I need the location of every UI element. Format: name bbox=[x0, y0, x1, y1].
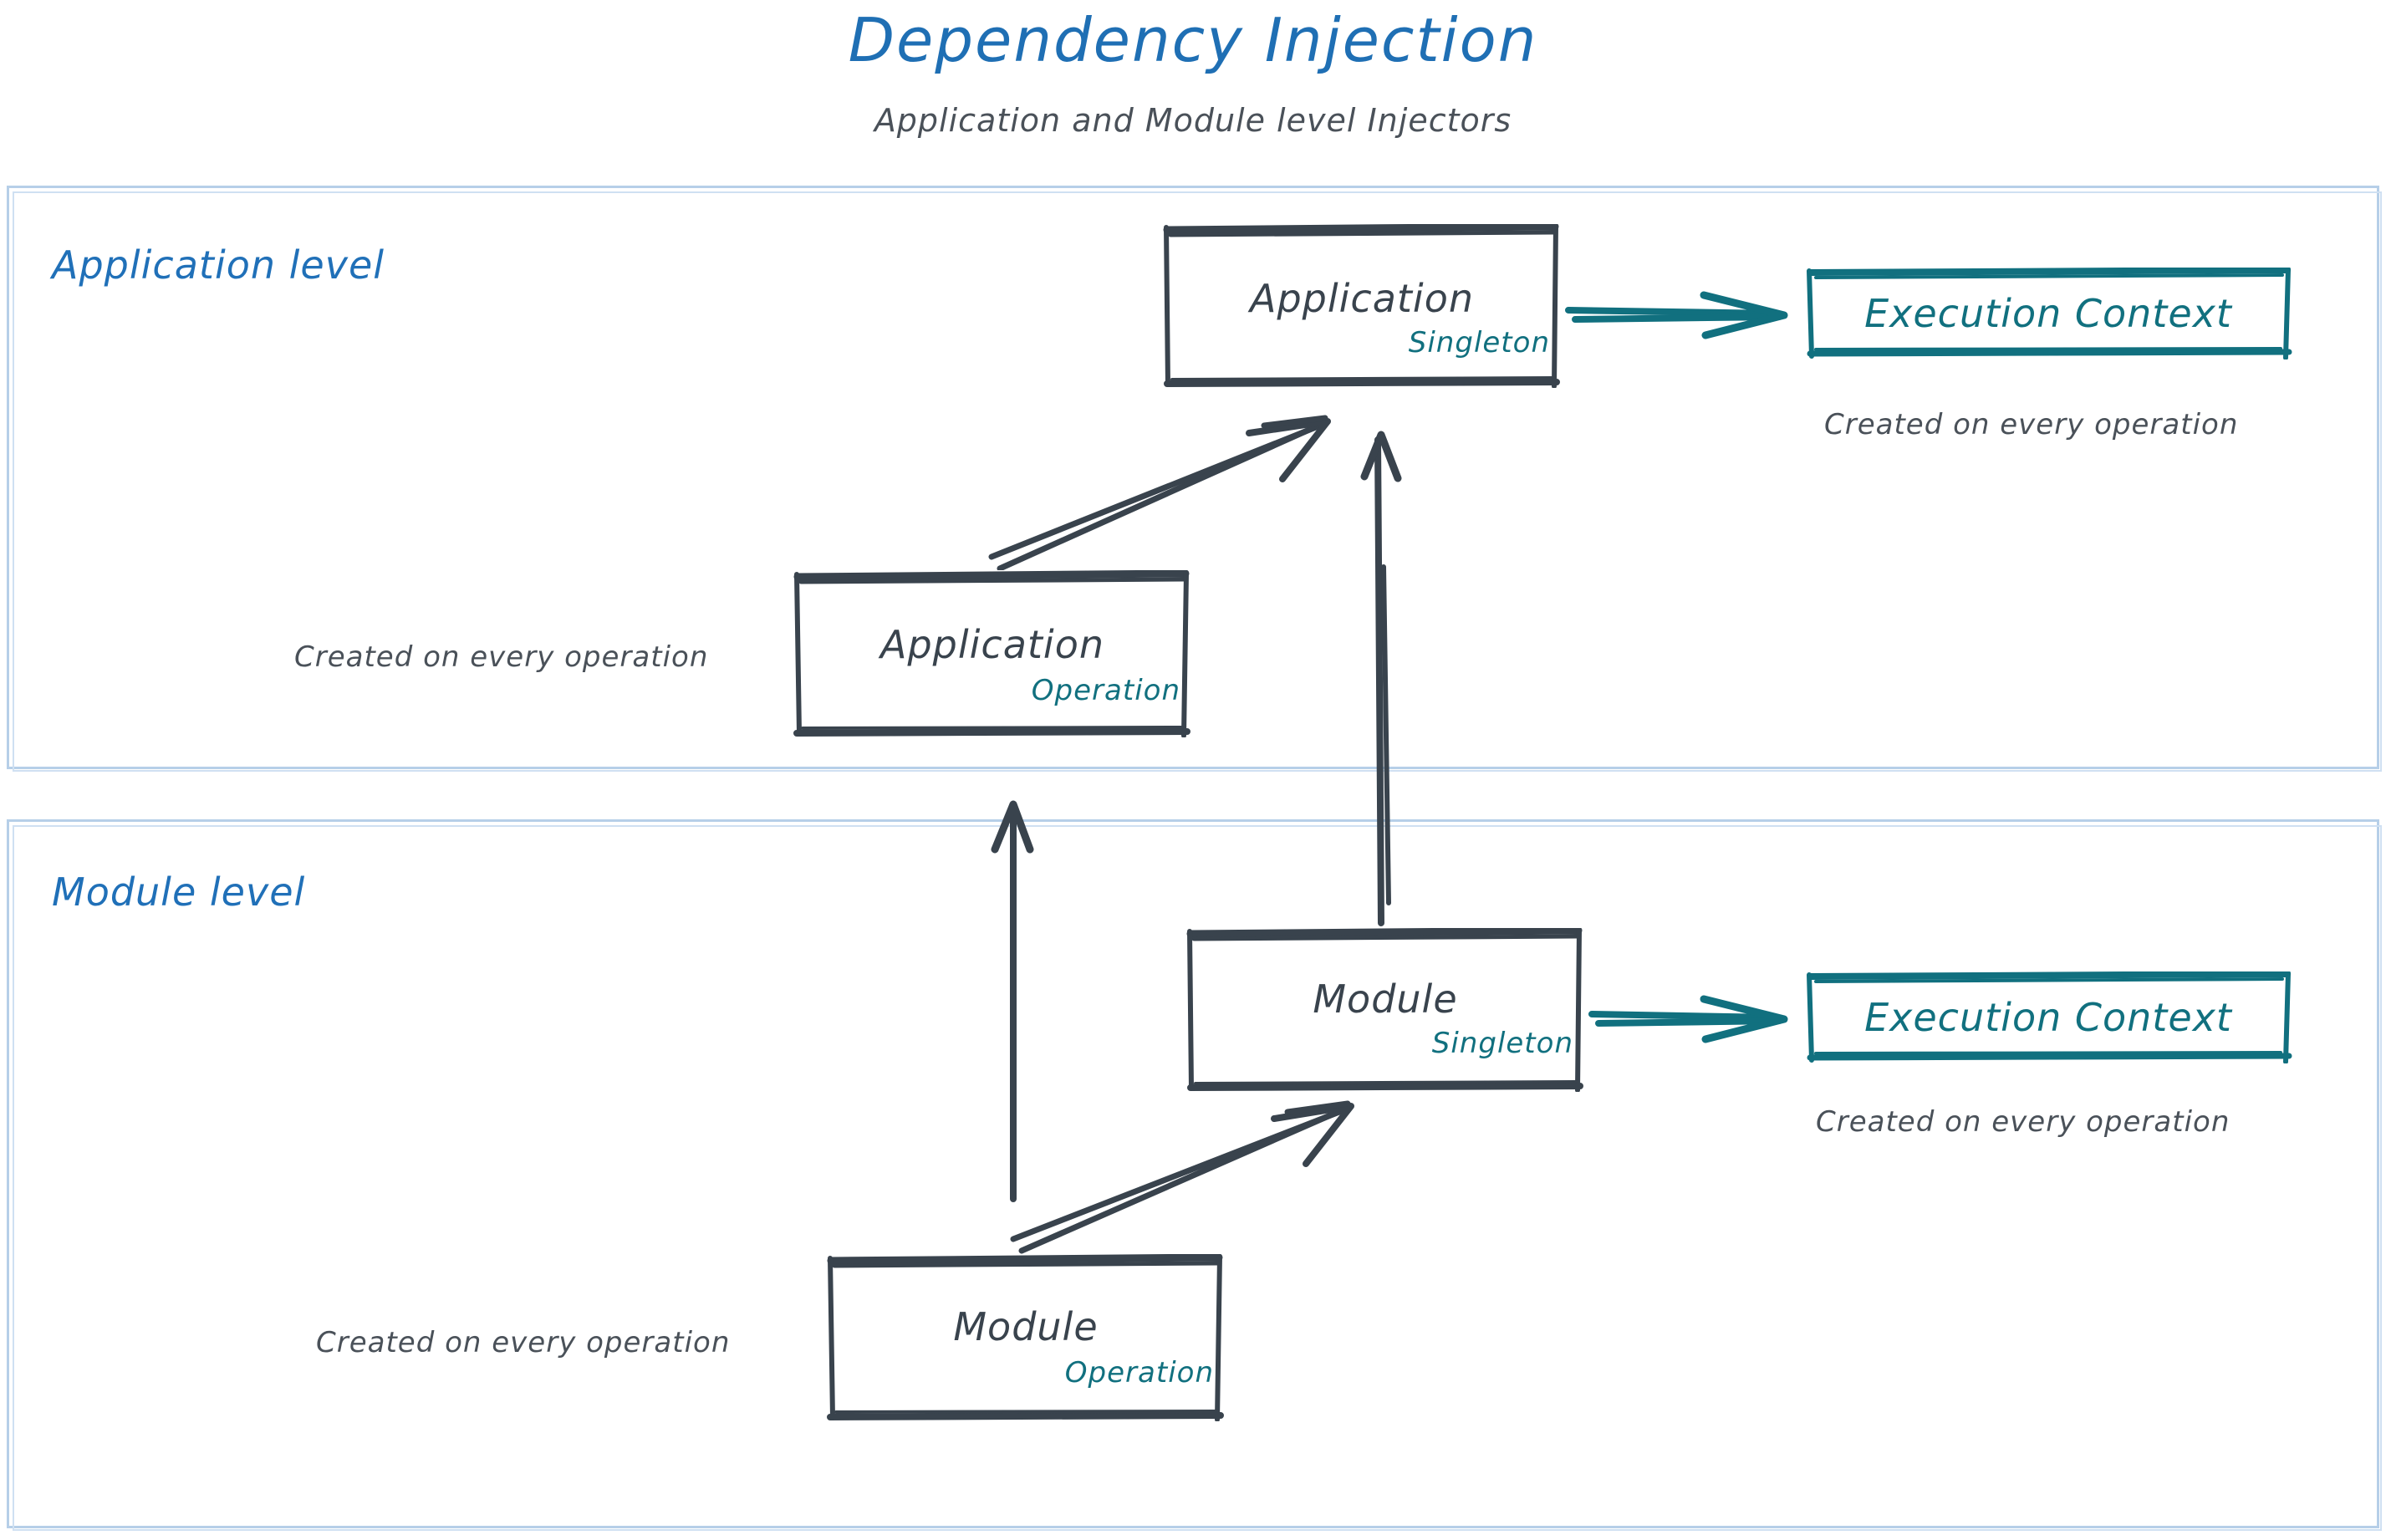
node-scope-badge: Singleton bbox=[1408, 326, 1550, 360]
node-module-operation[interactable]: Module Operation bbox=[826, 1254, 1226, 1421]
node-application-singleton[interactable]: Application Singleton bbox=[1162, 224, 1562, 388]
module-operation-caption: Created on every operation bbox=[316, 1326, 731, 1359]
execution-context-caption: Created on every operation bbox=[1824, 408, 2239, 441]
page-subtitle: Application and Module level Injectors bbox=[874, 102, 1512, 139]
node-title: Application bbox=[879, 622, 1105, 667]
node-module-singleton[interactable]: Module Singleton bbox=[1185, 928, 1585, 1092]
application-level-label: Application level bbox=[52, 242, 385, 288]
module-level-label: Module level bbox=[52, 869, 306, 915]
node-title: Application bbox=[1249, 276, 1475, 321]
sketch-border bbox=[1163, 224, 1560, 388]
execution-context-label: Execution Context bbox=[1864, 291, 2232, 336]
node-title: Module bbox=[1313, 977, 1458, 1022]
module-level-container bbox=[7, 819, 2382, 1531]
node-scope-badge: Operation bbox=[1031, 674, 1180, 707]
node-scope-badge: Operation bbox=[1064, 1356, 1214, 1390]
application-operation-caption: Created on every operation bbox=[294, 640, 709, 674]
sketch-border bbox=[1186, 928, 1583, 1092]
node-title: Module bbox=[953, 1304, 1099, 1349]
sketch-border bbox=[793, 570, 1190, 737]
execution-context-module[interactable]: Execution Context bbox=[1804, 971, 2292, 1063]
execution-context-caption: Created on every operation bbox=[1816, 1105, 2231, 1139]
sketch-border bbox=[1807, 971, 2292, 1063]
sketch-border bbox=[1807, 268, 2292, 360]
sketch-border bbox=[827, 1254, 1224, 1421]
node-application-operation[interactable]: Application Operation bbox=[793, 570, 1192, 737]
execution-context-application[interactable]: Execution Context bbox=[1804, 268, 2292, 360]
page-title: Dependency Injection bbox=[848, 5, 1538, 75]
execution-context-label: Execution Context bbox=[1864, 995, 2232, 1040]
node-scope-badge: Singleton bbox=[1431, 1027, 1573, 1060]
